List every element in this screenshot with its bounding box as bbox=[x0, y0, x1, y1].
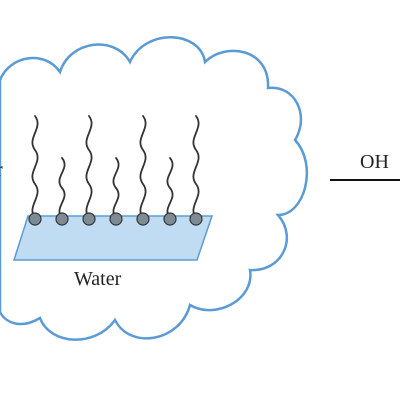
head-group-4 bbox=[109, 212, 123, 226]
chain-6 bbox=[166, 157, 174, 219]
head-group-7 bbox=[189, 212, 203, 226]
chain-3 bbox=[85, 115, 93, 219]
chain-5 bbox=[139, 115, 147, 219]
chain-4 bbox=[112, 157, 120, 219]
head-group-3 bbox=[82, 212, 96, 226]
head-group-5 bbox=[136, 212, 150, 226]
water-label: Water bbox=[74, 268, 122, 290]
chain-1 bbox=[31, 115, 39, 219]
reagent-label: OH bbox=[360, 151, 389, 173]
cloud-outline bbox=[0, 36, 309, 341]
surfactant-chains bbox=[31, 115, 200, 219]
head-groups bbox=[28, 212, 203, 226]
substrate-plate bbox=[12, 215, 214, 261]
head-group-2 bbox=[55, 212, 69, 226]
head-group-1 bbox=[28, 212, 42, 226]
head-group-6 bbox=[163, 212, 177, 226]
chain-7 bbox=[192, 115, 200, 219]
left-edge-label: r bbox=[0, 159, 3, 181]
chain-2 bbox=[58, 157, 66, 219]
